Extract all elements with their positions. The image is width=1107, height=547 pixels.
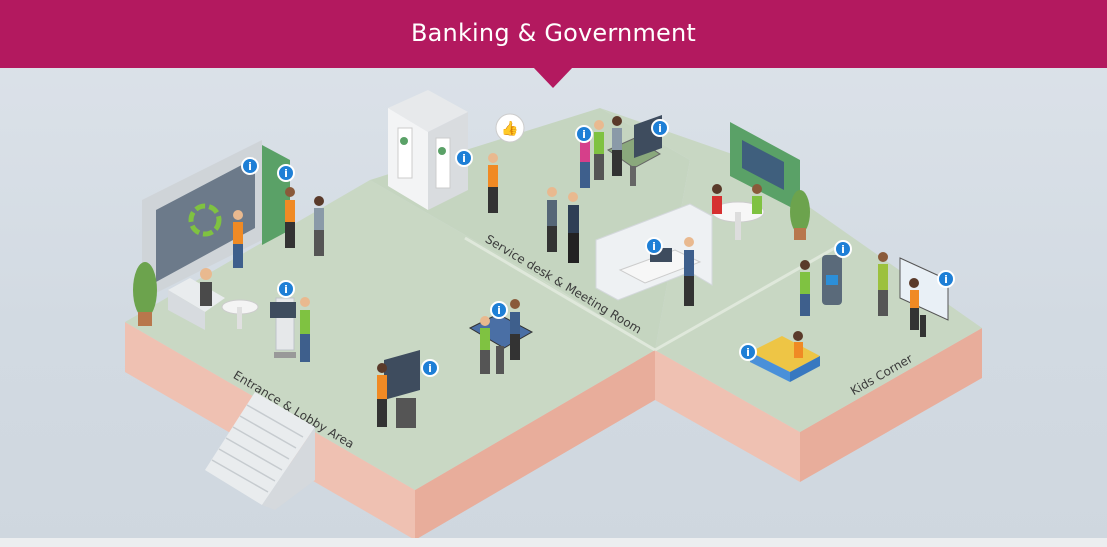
info-button-video-wall[interactable]: i (241, 157, 259, 175)
info-icon (575, 125, 593, 143)
right-base-front (655, 350, 800, 482)
info-icon (937, 270, 955, 288)
zone-divider (464, 236, 656, 352)
kids-wall (730, 122, 800, 212)
info-icon-label: i (652, 240, 656, 253)
info-button-lobby-kiosk[interactable]: i (277, 280, 295, 298)
info-icon (651, 119, 669, 137)
info-icon (241, 157, 259, 175)
info-icon (277, 164, 295, 182)
kids-table (750, 336, 820, 382)
plant-right (790, 190, 810, 240)
info-icon (421, 359, 439, 377)
info-button-atm[interactable]: i (277, 164, 295, 182)
info-button-meeting-table[interactable]: i (575, 125, 593, 143)
info-icon-label: i (841, 243, 845, 256)
info-icon-label: i (944, 273, 948, 286)
info-icon-label: i (582, 128, 586, 141)
header-bar (0, 0, 1107, 68)
info-button-kids-table[interactable]: i (739, 343, 757, 361)
kids-display (899, 257, 949, 337)
info-icon (490, 301, 508, 319)
info-button-kids-display[interactable]: i (937, 270, 955, 288)
info-button-restroom-feedback[interactable]: i (455, 149, 473, 167)
info-icon-label: i (284, 167, 288, 180)
header-pointer (533, 67, 573, 88)
lobby-kiosk (270, 297, 296, 358)
right-base-right (800, 328, 982, 482)
info-icon (455, 149, 473, 167)
staircase (205, 392, 315, 510)
info-button-robot[interactable]: i (834, 240, 852, 258)
info-button-multitouch-table[interactable]: i (490, 301, 508, 319)
left-base-right (415, 350, 655, 540)
info-icon-label: i (248, 160, 252, 173)
robot-kiosk (822, 255, 842, 305)
kids-floor (600, 108, 982, 432)
video-wall (142, 140, 290, 300)
info-icon (277, 280, 295, 298)
info-button-podium-kiosk[interactable]: i (421, 359, 439, 377)
feedback-bubble: 👍 (495, 113, 525, 143)
info-icon-label: i (497, 304, 501, 317)
svg-text:👍: 👍 (501, 120, 518, 137)
info-icon-label: i (428, 362, 432, 375)
info-icon-label: i (462, 152, 466, 165)
footer-strip (0, 538, 1107, 547)
visitor-figures (200, 116, 919, 427)
restroom-block (388, 90, 468, 210)
info-button-desk-monitor[interactable]: i (645, 237, 663, 255)
page-title: Banking & Government (410, 19, 697, 47)
info-icon (645, 237, 663, 255)
info-icon-label: i (284, 283, 288, 296)
info-icon-label: i (658, 122, 662, 135)
entrance-floor (125, 180, 655, 490)
info-icon-label: i (746, 346, 750, 359)
plant-left (133, 262, 157, 326)
info-icon (834, 240, 852, 258)
info-button-wall-screen[interactable]: i (651, 119, 669, 137)
podium-kiosk (384, 350, 420, 428)
info-icon (739, 343, 757, 361)
